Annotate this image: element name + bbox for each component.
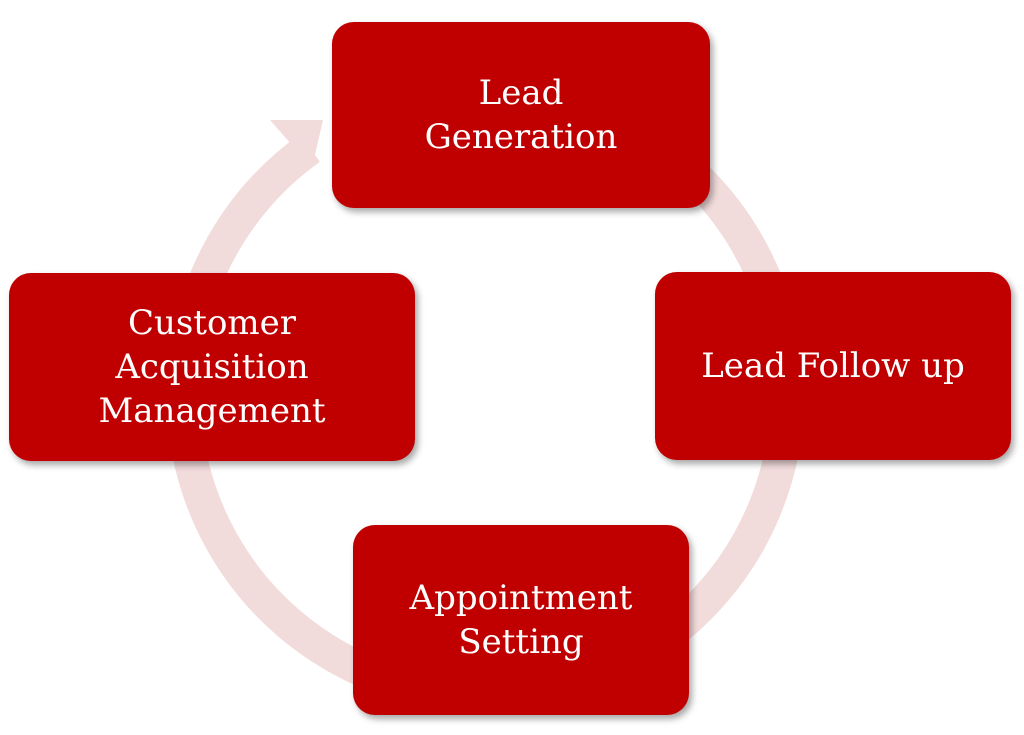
node-customer-acquisition-management: Customer Acquisition Management bbox=[9, 273, 415, 461]
node-appointment-setting: Appointment Setting bbox=[353, 525, 689, 715]
node-lead-generation: Lead Generation bbox=[332, 22, 710, 208]
node-label-customer-acquisition-management: Customer Acquisition Management bbox=[98, 303, 326, 431]
node-lead-follow-up: Lead Follow up bbox=[655, 272, 1011, 460]
node-label-lead-generation: Lead Generation bbox=[424, 73, 618, 157]
node-label-appointment-setting: Appointment Setting bbox=[409, 578, 633, 662]
node-label-lead-follow-up: Lead Follow up bbox=[701, 346, 965, 386]
cycle-arrowhead bbox=[270, 120, 323, 168]
